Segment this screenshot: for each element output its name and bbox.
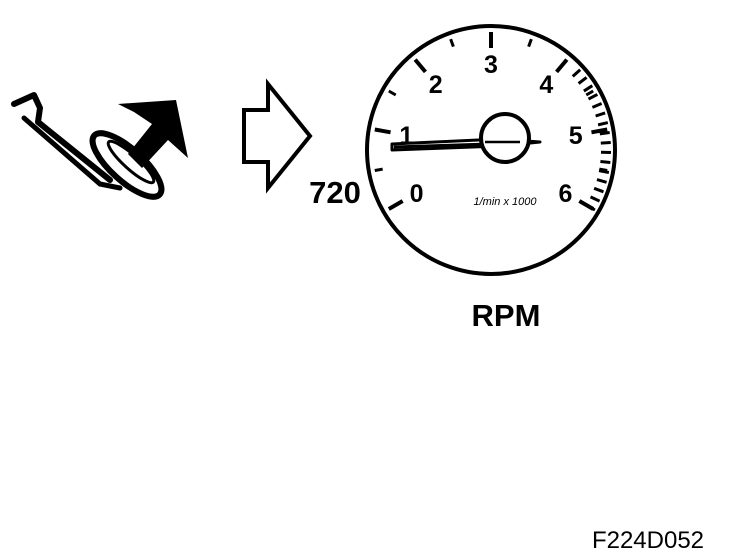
gauge-redline-ticks [571, 68, 612, 212]
gauge-redline-tick [600, 160, 611, 165]
needle-hub [479, 112, 531, 164]
gauge-redline-tick [595, 111, 606, 118]
gauge-major-tick [591, 127, 608, 135]
gauge-redline-tick [599, 130, 610, 136]
gauge-major-tick [387, 199, 404, 211]
gauge-minor-tick [585, 89, 594, 97]
gauge-minor-tick [449, 38, 455, 48]
gauge-number: 2 [429, 71, 443, 99]
gauge-unit-label: 1/min x 1000 [474, 196, 538, 208]
gauge-redline-tick [577, 76, 588, 85]
gauge-minor-tick [388, 89, 397, 97]
gauge-major-tick [374, 127, 391, 135]
gauge-redline-tick [593, 186, 604, 194]
idle-rpm-value: 720 [309, 175, 361, 210]
gauge-redline-tick [596, 178, 607, 184]
gauge-number: 4 [539, 71, 553, 99]
gauge-minor-tick [599, 167, 608, 172]
gauge-redline-tick [598, 169, 610, 174]
gauge-redline-tick [600, 140, 611, 145]
result-arrow-icon [242, 78, 313, 194]
accelerator-pedal-icon [11, 92, 165, 200]
gauge-minor-ticks [374, 38, 608, 172]
gauge-minor-tick [527, 38, 533, 48]
gauge-redline-tick [583, 84, 594, 93]
gauge-number: 5 [569, 122, 583, 150]
gauge-number: 0 [410, 180, 424, 208]
gauge-redline-tick [597, 121, 609, 127]
gauge-number: 6 [559, 180, 573, 208]
gauge-redline-tick [571, 68, 582, 78]
gauge-number: 3 [484, 51, 498, 79]
gauge-redline-tick [589, 195, 601, 203]
gauge-caption: RPM [472, 298, 541, 333]
gauge-redline-tick [587, 93, 599, 101]
figure-code: F224D052 [592, 527, 704, 554]
gauge-major-tick [555, 58, 569, 74]
gauge-minor-tick [374, 167, 383, 172]
gauge-redline-tick [591, 102, 603, 109]
release-arrow-icon [118, 100, 188, 168]
gauge-major-tick [413, 58, 427, 74]
gauge-redline-tick [585, 203, 596, 212]
